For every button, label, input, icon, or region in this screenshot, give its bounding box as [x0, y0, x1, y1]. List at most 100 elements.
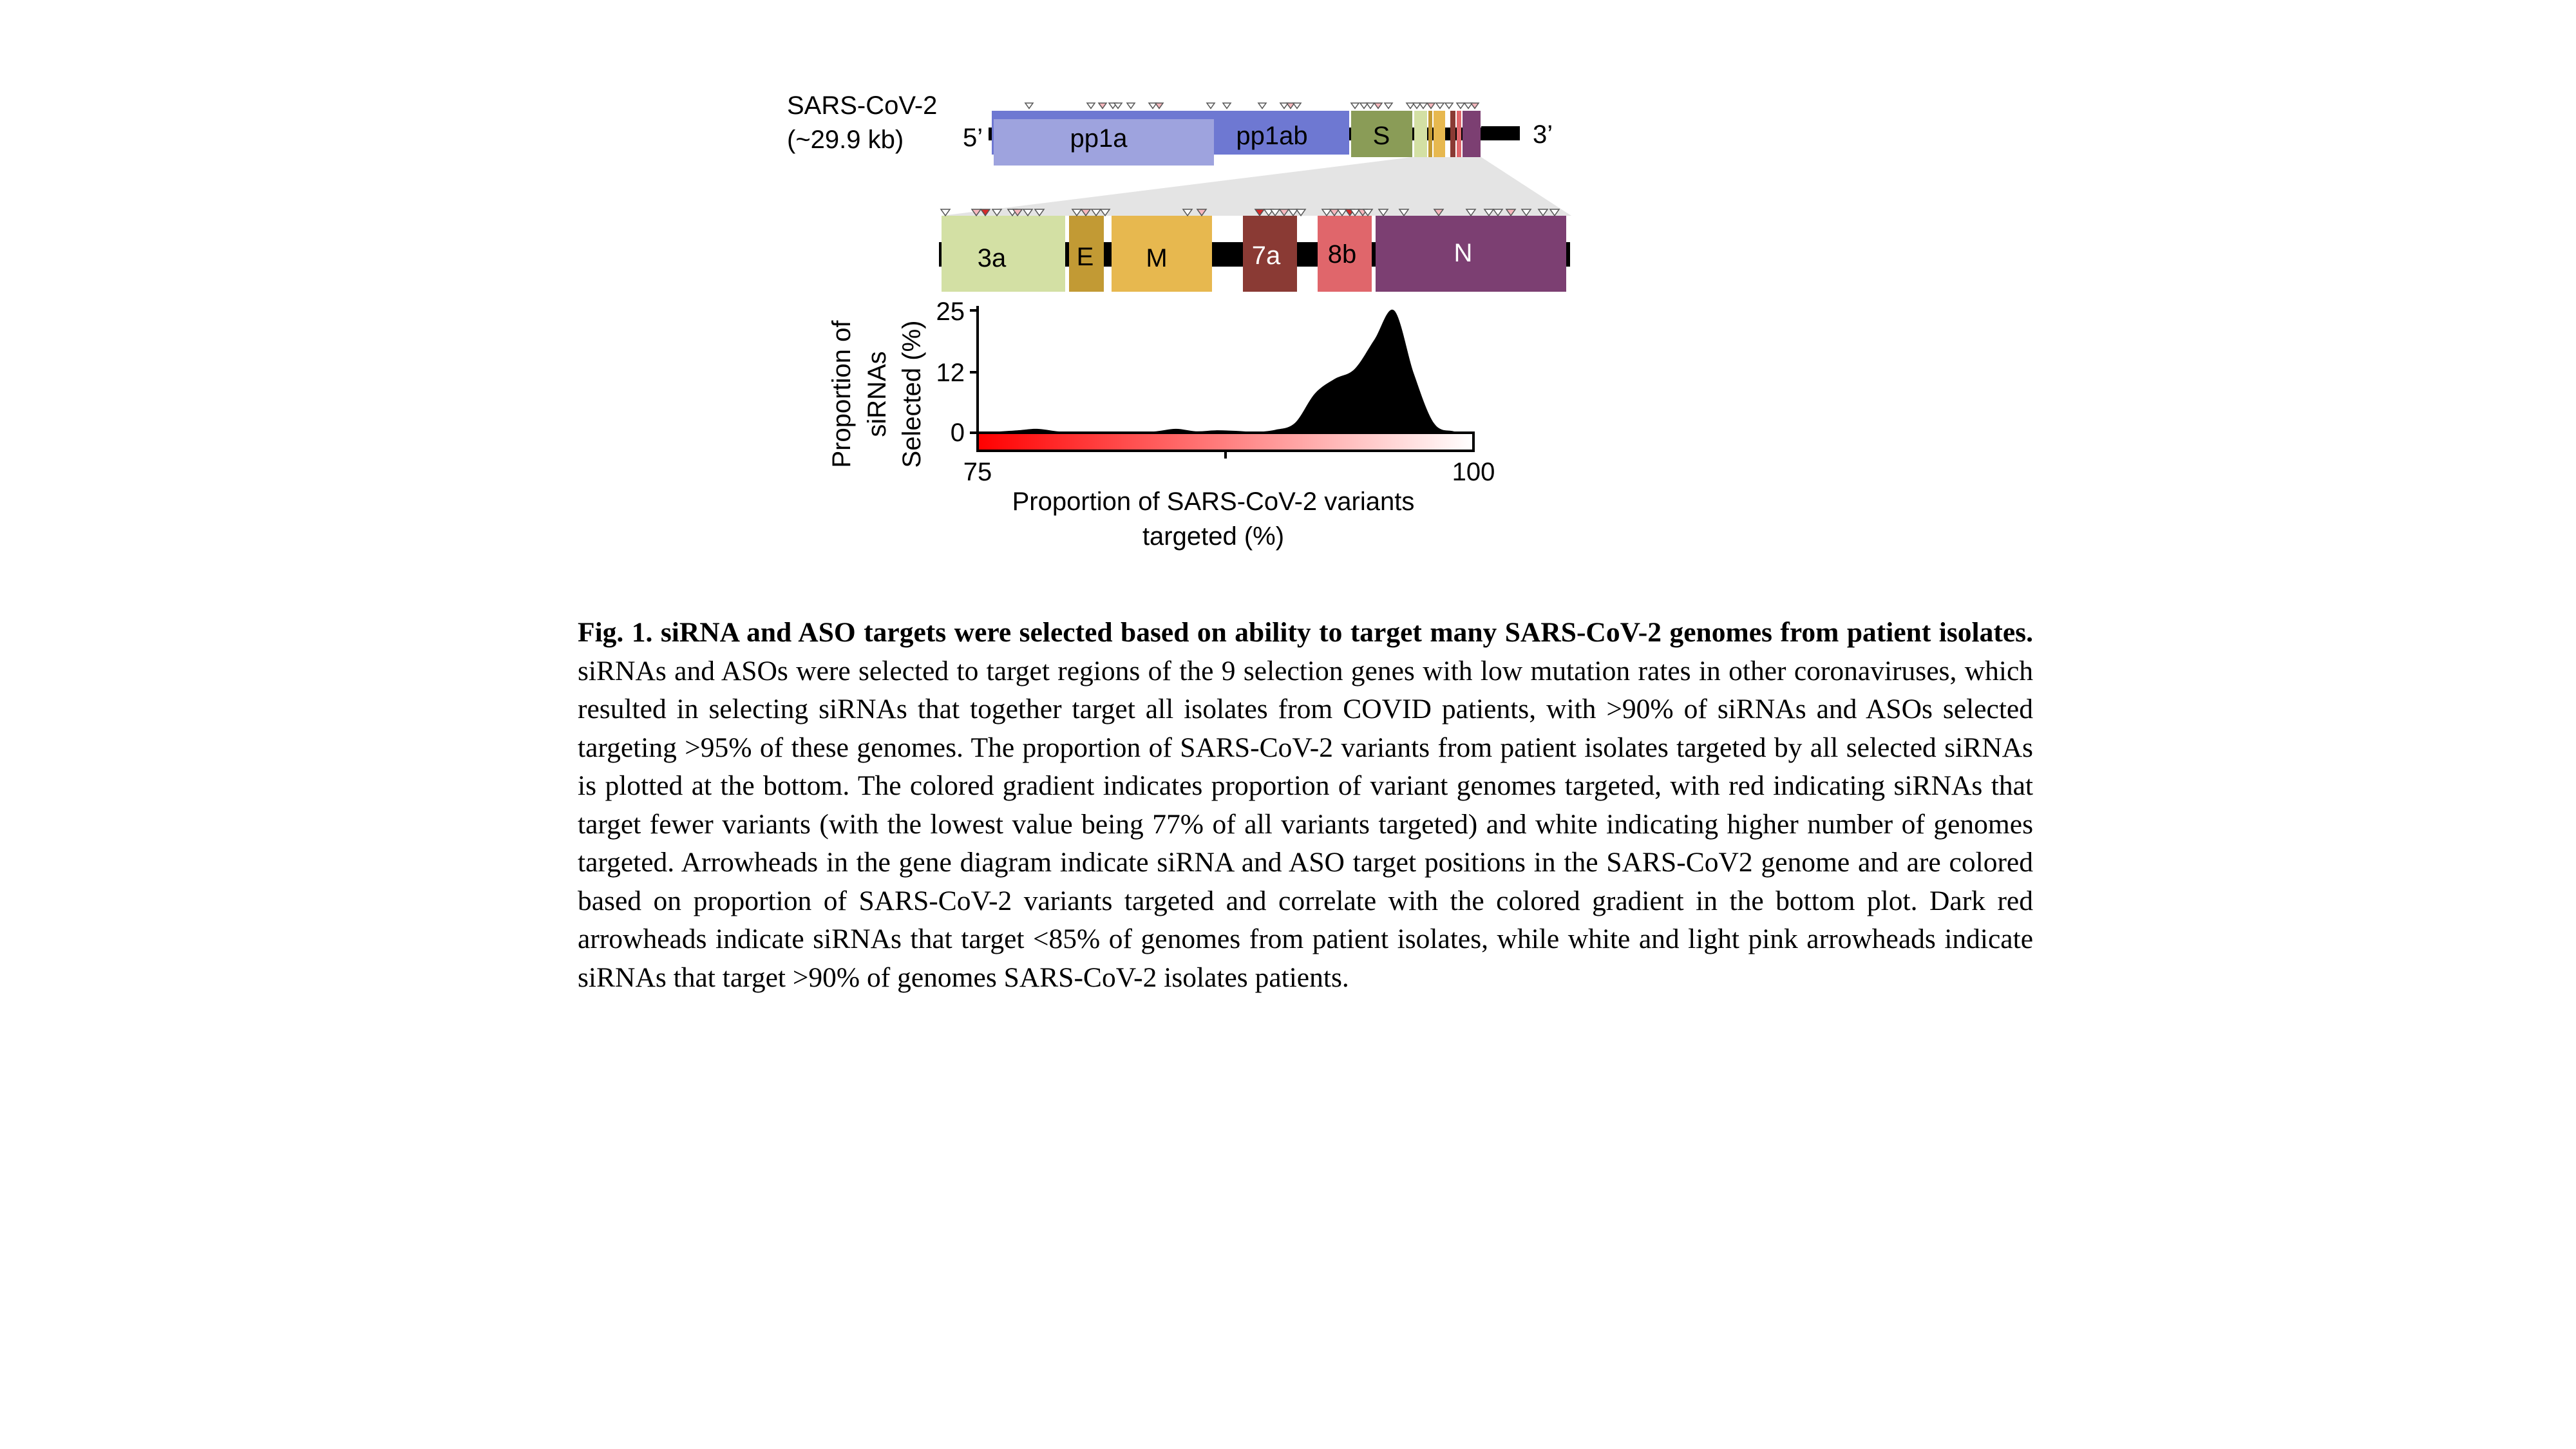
gene-m-mini	[1434, 111, 1445, 157]
y-axis-label-line-1: Proportion of	[828, 320, 856, 468]
arrowhead-marker	[1285, 102, 1296, 109]
arrowhead-marker	[1412, 102, 1422, 109]
gene-s-label: S	[1373, 122, 1390, 150]
genome-diagram: SARS-CoV-2 (~29.9 kb) 5’ 3’ pp1a pp1ab S	[787, 91, 1553, 166]
gradient-color-bar	[976, 431, 1475, 452]
arrowhead-marker	[1024, 102, 1034, 109]
zoom-gene-diagram: 3a E M 7a 8b N	[939, 209, 1570, 292]
five-prime-label: 5’	[963, 124, 983, 152]
zoom-wedge	[942, 157, 1571, 216]
arrowhead-marker	[1086, 102, 1096, 109]
arrowhead-marker	[1336, 209, 1348, 217]
arrowhead-marker	[1383, 102, 1394, 109]
arrowhead-marker	[1349, 209, 1361, 217]
arrowhead-marker	[1537, 209, 1549, 217]
gene-n-box	[1376, 216, 1566, 292]
arrowhead-marker	[980, 209, 991, 217]
arrowhead-marker	[1470, 102, 1480, 109]
gene-3a-box	[942, 216, 1065, 292]
arrowhead-marker	[1365, 102, 1376, 109]
gene-8b-box	[1318, 216, 1372, 292]
arrowhead-marker	[991, 209, 1003, 217]
gene-s-box	[1351, 111, 1412, 157]
arrowhead-marker	[1435, 102, 1445, 109]
arrowhead-marker	[1418, 102, 1428, 109]
genome-tail	[1481, 126, 1520, 140]
arrowhead-marker	[1505, 209, 1517, 217]
zoom-arrowhead-markers	[940, 209, 1560, 217]
gene-e-label: E	[1077, 243, 1094, 271]
arrowhead-marker	[1292, 102, 1302, 109]
arrowhead-marker	[1097, 102, 1108, 109]
arrowhead-markers	[1024, 102, 1480, 109]
caption-title: siRNA and ASO targets were selected base…	[660, 617, 2033, 648]
arrowhead-marker	[1492, 209, 1504, 217]
arrowhead-marker	[1549, 209, 1560, 217]
gene-8b-label: 8b	[1328, 240, 1357, 269]
arrowhead-marker	[1455, 102, 1466, 109]
three-prime-label: 3’	[1533, 120, 1553, 149]
arrowhead-marker	[1254, 209, 1265, 217]
arrowhead-marker	[1426, 102, 1436, 109]
gene-e-box	[1069, 216, 1104, 292]
gene-m-label: M	[1146, 244, 1167, 272]
arrowhead-marker	[1295, 209, 1307, 217]
arrowhead-marker	[971, 209, 982, 217]
x-axis-label-line-2: targeted (%)	[1142, 522, 1284, 551]
arrowhead-marker	[1090, 209, 1102, 217]
gene-7a-mini	[1450, 111, 1455, 157]
gene-e-mini	[1428, 111, 1432, 157]
arrowhead-marker	[1206, 102, 1216, 109]
gene-pp1ab-label: pp1ab	[1236, 122, 1307, 150]
arrowhead-marker	[1359, 102, 1369, 109]
arrowhead-marker	[940, 209, 951, 217]
figure-1: SARS-CoV-2 (~29.9 kb) 5’ 3’ pp1a pp1ab S	[787, 91, 1571, 551]
gene-n-label: N	[1454, 239, 1473, 267]
y-tick-label-25: 25	[936, 298, 965, 326]
arrowhead-marker	[1022, 209, 1034, 217]
figure-caption: Fig. 1. siRNA and ASO targets were selec…	[578, 614, 2033, 997]
arrowhead-marker	[1287, 209, 1299, 217]
arrowhead-marker	[1034, 209, 1045, 217]
arrowhead-marker	[1433, 209, 1444, 217]
arrowhead-marker	[1154, 102, 1164, 109]
y-axis-label-line-3: Selected (%)	[898, 321, 926, 468]
gene-pp1a-label: pp1a	[1070, 124, 1128, 153]
arrowhead-marker	[1071, 209, 1083, 217]
density-plot: Proportion of siRNAs Selected (%) 25 12 …	[828, 298, 1495, 551]
gene-7a-box	[1243, 216, 1297, 292]
y-tick-label-0: 0	[951, 419, 965, 447]
arrowhead-marker	[1222, 102, 1232, 109]
gene-8b-mini	[1457, 111, 1461, 157]
arrowhead-marker	[1148, 102, 1158, 109]
arrowhead-marker	[1520, 209, 1532, 217]
arrowhead-marker	[1463, 102, 1473, 109]
y-axis-label-line-2: siRNAs	[863, 351, 891, 437]
arrowhead-marker	[1012, 209, 1023, 217]
genome-name: SARS-CoV-2	[787, 91, 937, 120]
arrowhead-marker	[1099, 209, 1111, 217]
arrowhead-marker	[1126, 102, 1136, 109]
arrowhead-marker	[1269, 209, 1281, 217]
arrowhead-marker	[1182, 209, 1193, 217]
x-tick-label-100: 100	[1452, 458, 1495, 486]
caption-label: Fig. 1.	[578, 617, 653, 648]
arrowhead-marker	[1362, 209, 1374, 217]
arrowhead-marker	[1329, 209, 1340, 217]
caption-body: siRNAs and ASOs were selected to target …	[578, 655, 2033, 993]
gene-n-mini	[1463, 111, 1481, 157]
gene-pp1a-box	[994, 119, 1214, 166]
density-area	[978, 309, 1473, 433]
arrowhead-marker	[1405, 102, 1416, 109]
x-tick-label-75: 75	[963, 458, 992, 486]
y-tick-label-12: 12	[936, 359, 965, 387]
arrowhead-marker	[1378, 209, 1389, 217]
arrowhead-marker	[1398, 209, 1410, 217]
arrowhead-marker	[1465, 209, 1477, 217]
arrowhead-marker	[1257, 102, 1267, 109]
arrowhead-marker	[1444, 102, 1454, 109]
x-axis-label-line-1: Proportion of SARS-CoV-2 variants	[1012, 488, 1415, 516]
arrowhead-marker	[1263, 209, 1274, 217]
arrowhead-marker	[1373, 102, 1383, 109]
arrowhead-marker	[1350, 102, 1360, 109]
